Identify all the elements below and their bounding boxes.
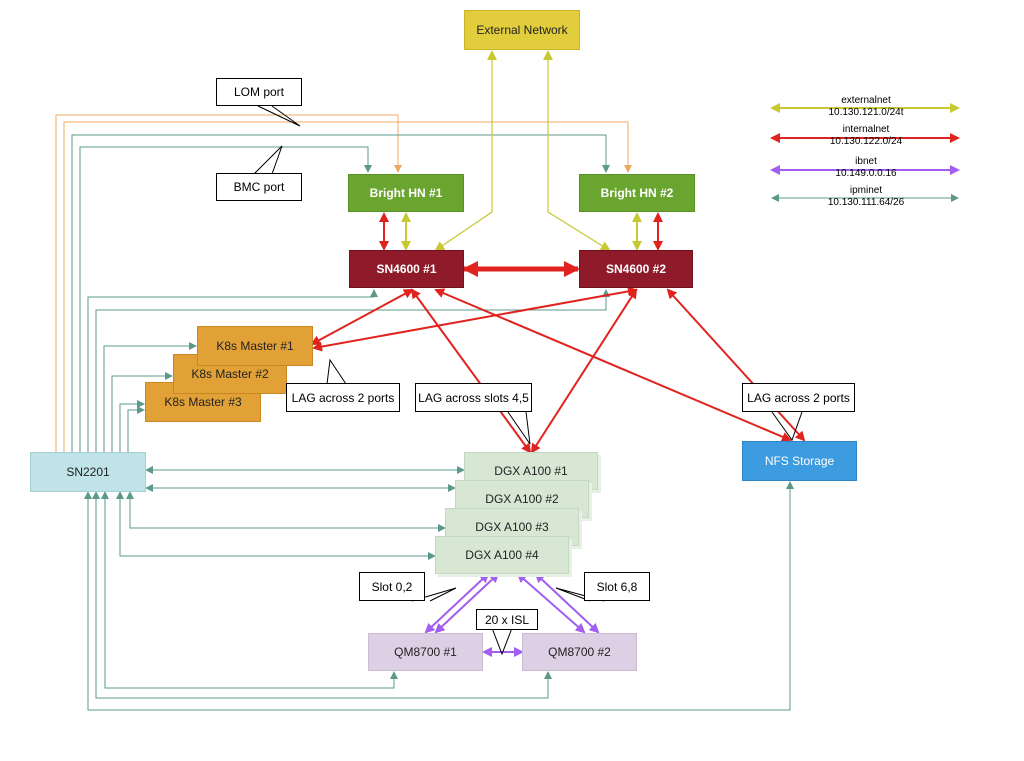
legend-internalnet: internalnet 10.130.122.0/24	[806, 124, 926, 148]
qm8700-2-node: QM8700 #2	[522, 633, 637, 671]
externalnet-links	[434, 50, 611, 252]
external-network-node: External Network	[464, 10, 580, 50]
externalnet-hn-links	[401, 212, 642, 251]
legend-internalnet-name: internalnet	[842, 124, 890, 135]
sn2201-node: SN2201	[30, 452, 146, 492]
lag-2-ports-nfs-callout: LAG across 2 ports	[742, 383, 855, 412]
legend-externalnet-name: externalnet	[841, 95, 891, 106]
qm8700-1-node: QM8700 #1	[368, 633, 483, 671]
legend-ipminet: ipminet 10.130.111.64/26	[806, 185, 926, 209]
lom-links	[55, 114, 632, 454]
legend-externalnet: externalnet 10.130.121.0/24t	[806, 95, 926, 119]
lom-port-callout: LOM port	[216, 78, 302, 106]
legend-internalnet-subnet: 10.130.122.0/24	[829, 136, 903, 147]
k8s-master1-node: K8s Master #1	[197, 326, 313, 366]
legend-externalnet-subnet: 10.130.121.0/24t	[828, 107, 904, 118]
legend-ibnet-subnet: 10.149.0.0.16	[835, 168, 897, 179]
ipminet-links	[71, 134, 794, 711]
ibnet-links	[424, 572, 600, 657]
sn4600-1-node: SN4600 #1	[349, 250, 464, 288]
bright-hn2-node: Bright HN #2	[579, 174, 695, 212]
sn4600-2-node: SN4600 #2	[579, 250, 693, 288]
bright-hn1-node: Bright HN #1	[348, 174, 464, 212]
internalnet-links	[310, 212, 806, 454]
legend-ibnet-name: ibnet	[855, 156, 877, 167]
nfs-storage-node: NFS Storage	[742, 441, 857, 481]
slot-02-callout: Slot 0,2	[359, 572, 425, 601]
slot-68-callout: Slot 6,8	[584, 572, 650, 601]
lag-slots-callout: LAG across slots 4,5	[415, 383, 532, 412]
legend-lines	[770, 103, 960, 202]
legend-ibnet: ibnet 10.149.0.0.16	[806, 156, 926, 180]
legend-ipminet-subnet: 10.130.111.64/26	[827, 197, 905, 208]
isl-callout: 20 x ISL	[476, 609, 538, 630]
legend-ipminet-name: ipminet	[849, 185, 883, 196]
dgx-a100-4-node: DGX A100 #4	[435, 536, 569, 574]
bmc-port-callout: BMC port	[216, 173, 302, 201]
lag-2-ports-k8s-callout: LAG across 2 ports	[286, 383, 400, 412]
